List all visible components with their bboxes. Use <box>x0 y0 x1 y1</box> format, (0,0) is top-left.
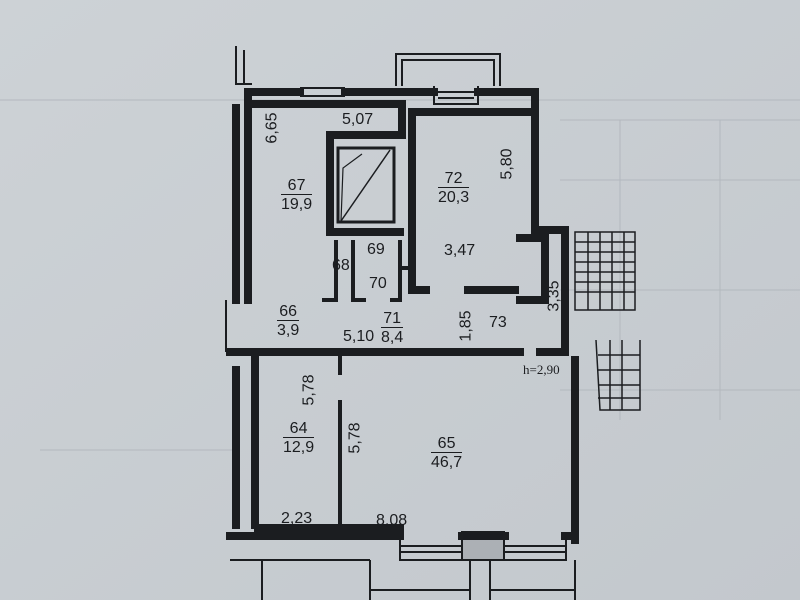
dimension-3-35: 3,35 <box>545 280 563 312</box>
room-66-label: 66 3,9 <box>277 304 300 339</box>
room-64-label: 64 12,9 <box>283 421 315 456</box>
room-71-label: 71 8,4 <box>381 311 404 346</box>
room-area: 19,9 <box>281 196 313 213</box>
dimension-2-23: 2,23 <box>281 510 313 527</box>
room-area: 12,9 <box>283 439 315 456</box>
room-69-number: 69 <box>367 241 385 258</box>
room-area: 3,9 <box>277 322 300 339</box>
dimension-3-47: 3,47 <box>444 242 476 259</box>
walls <box>226 88 579 544</box>
left-wall-stub <box>225 46 252 352</box>
dimension-5-78-right: 5,78 <box>346 422 364 454</box>
room-number: 65 <box>431 436 463 453</box>
ceiling-height-note: h=2,90 <box>523 362 560 377</box>
room-70-number: 70 <box>369 275 387 292</box>
bottom-bays <box>230 531 576 600</box>
room-number: 64 <box>283 421 315 438</box>
dimension-5-78-left: 5,78 <box>300 374 318 406</box>
room-72-label: 72 20,3 <box>438 171 470 206</box>
ventilation-shaft <box>336 146 396 224</box>
room-area: 46,7 <box>431 454 463 471</box>
dimension-5-80: 5,80 <box>498 148 516 180</box>
room-73-number: 73 <box>489 314 507 331</box>
stairs <box>574 231 641 411</box>
dimension-5-10: 5,10 <box>343 328 375 345</box>
room-68-number: 68 <box>332 257 350 274</box>
dimension-1-85: 1,85 <box>457 310 475 342</box>
room-number: 66 <box>277 304 300 321</box>
dimension-6-65: 6,65 <box>263 112 281 144</box>
dimension-5-07: 5,07 <box>342 111 374 128</box>
dimension-8-08: 8,08 <box>376 512 408 529</box>
room-area: 8,4 <box>381 329 404 346</box>
room-65-label: 65 46,7 <box>431 436 463 471</box>
partitions <box>322 240 408 528</box>
room-number: 72 <box>438 171 470 188</box>
room-number: 67 <box>281 178 313 195</box>
room-number: 71 <box>381 311 404 328</box>
room-area: 20,3 <box>438 189 470 206</box>
room-67-label: 67 19,9 <box>281 178 313 213</box>
top-bay-window <box>300 53 501 105</box>
